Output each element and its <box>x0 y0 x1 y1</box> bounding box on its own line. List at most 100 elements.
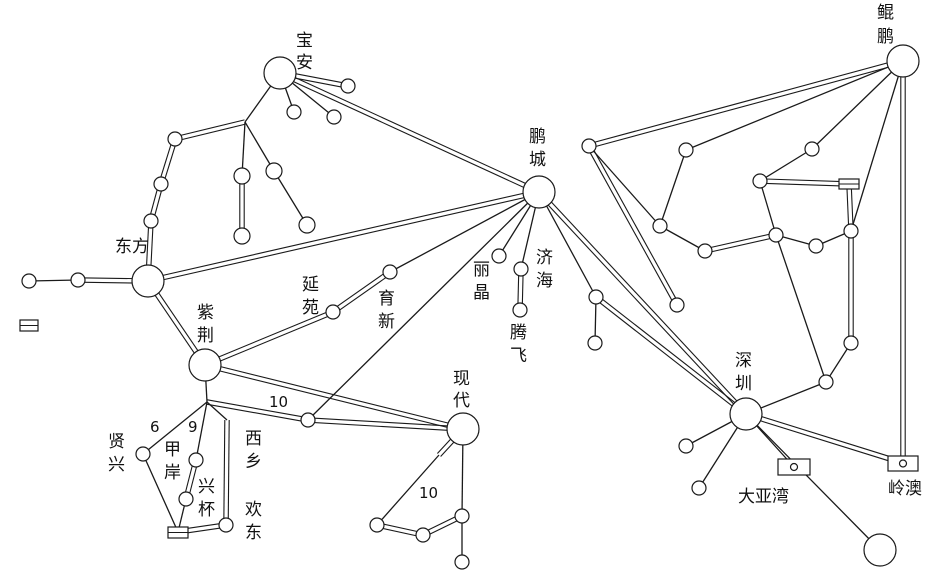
line-baoan-pengcheng-1 <box>280 70 541 191</box>
label-xingbei-2: 杯 <box>198 500 215 520</box>
line-zhub-xianxing <box>142 401 208 455</box>
node-bc2 <box>233 227 251 245</box>
line-k4-symR-2 <box>759 182 849 187</box>
node-b3 <box>326 109 342 125</box>
line-shenzhen-lingao-1 <box>746 411 904 462</box>
node-baoan <box>263 56 297 90</box>
label-xingbei-1: 兴 <box>198 477 215 497</box>
line-dongfang-pengcheng-1 <box>147 189 539 280</box>
node-ziying <box>188 348 222 382</box>
node-tengfei <box>512 302 528 318</box>
node-s2 <box>691 480 707 496</box>
line-dongfang-pengcheng-2 <box>148 193 540 284</box>
line-xianxing-symBL <box>142 453 179 533</box>
node-x4 <box>454 508 470 524</box>
line-k6-k7-1 <box>704 232 776 250</box>
label-shenzhen-1: 深 <box>735 351 752 371</box>
number-6: 6 <box>150 418 160 436</box>
line-dongfang-ziying-2 <box>145 281 204 367</box>
number-10-a: 10 <box>269 393 288 411</box>
line-x2-x3-1 <box>377 522 424 534</box>
line-ziying-yanyuan-1 <box>203 309 333 364</box>
node-s1 <box>678 438 694 454</box>
line-ziying-xiandai-2 <box>204 366 463 432</box>
node-bc1 <box>233 167 251 185</box>
line-yuxin-pengcheng <box>389 191 540 273</box>
node-jb1 <box>588 289 604 305</box>
node-k6 <box>697 243 713 259</box>
plant-symbol-left <box>19 319 39 332</box>
label-shenzhen-2: 圳 <box>735 374 752 394</box>
line-k2-k5 <box>659 149 687 227</box>
line-k7-k11 <box>775 234 827 383</box>
label-jihai-1: 济 <box>536 248 553 268</box>
node-bl2 <box>153 176 169 192</box>
line-k6-k7-2 <box>705 236 777 254</box>
node-x2 <box>369 517 385 533</box>
node-d2 <box>21 273 37 289</box>
label-xianxing-1: 贤 <box>108 432 125 452</box>
substation-nodes <box>21 44 920 570</box>
label-huandong-2: 东 <box>245 523 262 543</box>
label-yanyuan-2: 苑 <box>302 298 319 318</box>
node-yanyuan <box>325 304 341 320</box>
label-yuxin-1: 育 <box>378 289 395 309</box>
node-xiandai <box>446 412 480 446</box>
label-dongfang: 东方 <box>115 237 149 257</box>
line-k1-k12-2 <box>586 146 676 307</box>
node-pengcheng <box>522 175 556 209</box>
node-xianxing <box>135 446 151 462</box>
line-zhub-jiaan <box>195 401 208 461</box>
node-br1 <box>265 162 283 180</box>
line-symR-k9-2 <box>846 184 850 232</box>
label-jiaan-1: 甲 <box>164 440 181 460</box>
plant-symbol-right <box>838 178 860 190</box>
line-n10-pengcheng <box>307 191 540 421</box>
label-xixiang-2: 乡 <box>245 452 262 472</box>
label-baoan-2: 安 <box>296 53 313 73</box>
number-9: 9 <box>188 418 198 436</box>
label-pengcheng-1: 鹏 <box>529 127 546 147</box>
line-pengcheng-shenzhen-2 <box>536 193 745 416</box>
label-baoan-1: 宝 <box>296 31 313 51</box>
node-big <box>863 533 897 567</box>
nuclear-plant-dayawan-symbol <box>777 458 811 476</box>
line-k3-k4 <box>759 148 813 182</box>
label-lijing-2: 晶 <box>473 283 490 303</box>
node-kunpeng <box>886 44 920 78</box>
line-n10-xiandai-1 <box>308 417 464 428</box>
node-xingbei <box>178 491 194 507</box>
node-x3 <box>415 527 431 543</box>
label-ziying-1: 紫 <box>197 303 214 323</box>
label-dayawan: 大亚湾 <box>738 487 789 507</box>
label-ziying-2: 荆 <box>197 326 214 346</box>
line-k1-k5 <box>588 145 661 227</box>
node-b1 <box>340 78 356 94</box>
node-k4 <box>752 173 768 189</box>
line-xixiang-huandong-1 <box>227 420 230 526</box>
label-xianxing-2: 兴 <box>108 455 125 475</box>
node-k2 <box>678 142 694 158</box>
line-dongfang-ziying-1 <box>149 279 208 365</box>
node-k7 <box>768 227 784 243</box>
line-jb1-shenzhen-1 <box>597 294 748 413</box>
line-kunpeng-k2 <box>685 60 904 151</box>
node-n10 <box>300 412 316 428</box>
line-n10-xiandai-2 <box>307 421 463 432</box>
line-pengcheng-shenzhen-1 <box>540 190 749 413</box>
label-xixiang-1: 西 <box>245 429 262 449</box>
line-zhub-n10-2 <box>206 403 308 423</box>
nuclear-plant-lingao-symbol <box>887 455 919 472</box>
line-x2-x3-2 <box>376 526 423 538</box>
line-hubBA-bl1-2 <box>174 119 245 138</box>
line-k4-k7 <box>759 180 777 236</box>
node-jb2 <box>587 335 603 351</box>
node-huandong <box>218 517 234 533</box>
line-d1-d2 <box>28 279 79 282</box>
node-b2 <box>286 104 302 120</box>
label-tengfei-1: 腾 <box>510 323 527 343</box>
label-pengcheng-2: 城 <box>529 150 546 170</box>
node-jiaan <box>188 452 204 468</box>
